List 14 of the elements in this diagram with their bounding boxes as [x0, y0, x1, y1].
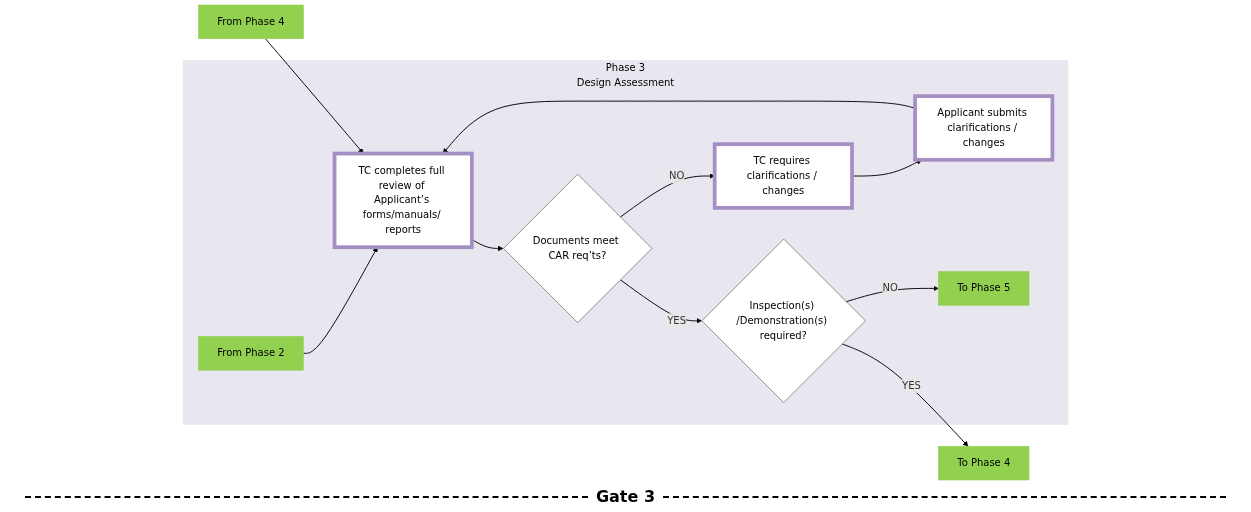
edge-label: YES — [902, 379, 921, 392]
node-box: TC requires clarifications / changes — [712, 142, 854, 210]
node-diamond: Documents meet CAR req’ts? — [503, 173, 653, 323]
gate-label: Gate 3 — [595, 487, 656, 506]
node-box: Applicant submits clarifications / changes — [913, 94, 1055, 162]
node-box: From Phase 4 — [198, 4, 304, 39]
edge-label: YES — [667, 314, 686, 327]
node-box: TC completes full review of Applicant’s forms/manuals/ reports — [332, 151, 474, 250]
edge-label: NO — [882, 282, 898, 294]
node-diamond: Inspection(s) /Demonstration(s) required? — [701, 238, 866, 403]
node-box: To Phase 4 — [938, 446, 1030, 481]
node-box: To Phase 5 — [938, 271, 1030, 306]
node-box: From Phase 2 — [198, 336, 304, 371]
edge-label: NO — [668, 169, 685, 182]
